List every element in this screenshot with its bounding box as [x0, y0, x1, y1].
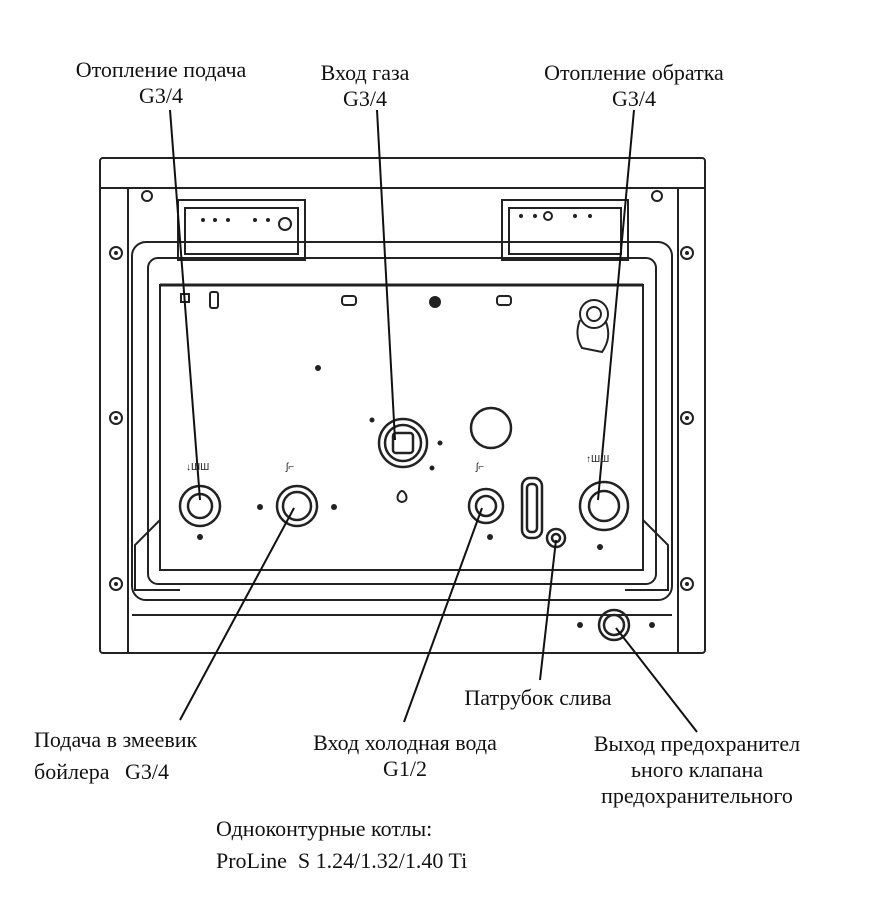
leader-relief-valve	[615, 627, 698, 733]
label-heating-return: Отопление обратка G3/4	[505, 60, 763, 112]
label-relief-valve-line3: предохранительного	[601, 783, 793, 808]
label-relief-valve-line1: Выход предохранител	[593, 731, 801, 756]
label-heating-supply-name: Отопление подача	[75, 57, 247, 82]
caption-line1: Одноконтурные котлы:	[216, 816, 433, 841]
label-gas-inlet-spec: G3/4	[343, 86, 387, 111]
mark-heating-return: ↑ШШ	[586, 454, 609, 465]
label-cold-water-spec: G1/2	[383, 756, 427, 781]
heating-return-connector	[578, 480, 630, 532]
label-heating-supply-spec: G3/4	[139, 83, 183, 108]
coil-supply-connector	[275, 484, 319, 528]
caption: Одноконтурные котлы: ProLine S 1.24/1.32…	[216, 813, 576, 877]
label-drain: Патрубок слива	[434, 685, 642, 711]
leader-heating-supply	[169, 109, 201, 501]
label-coil-supply-line2: бойлера G3/4	[34, 759, 169, 784]
pressure-relief-valve	[576, 299, 610, 354]
mount-bracket-left	[177, 199, 306, 261]
inner-tray	[131, 241, 673, 601]
label-heating-return-name: Отопление обратка	[544, 60, 724, 85]
label-cold-water-name: Вход холодная вода	[313, 730, 497, 755]
heating-supply-connector	[178, 484, 222, 528]
leader-drain	[539, 539, 557, 681]
label-relief-valve-line2: ьного клапана	[631, 757, 763, 782]
gas-inlet-connector	[377, 417, 429, 469]
label-gas-inlet-name: Вход газа	[320, 60, 410, 85]
mark-coil: ʃ⌐	[285, 462, 294, 473]
mark-cold: ʃ⌐	[475, 462, 484, 473]
label-heating-return-spec: G3/4	[612, 86, 656, 111]
label-relief-valve: Выход предохранител ьного клапана предох…	[555, 731, 839, 809]
cold-water-connector	[467, 487, 505, 525]
mark-heating-supply: ↓ШШ	[186, 462, 209, 473]
leader-cold-water	[403, 507, 483, 723]
boiler-casing	[99, 157, 706, 654]
label-cold-water: Вход холодная вода G1/2	[274, 730, 536, 782]
leader-gas-inlet	[376, 109, 396, 441]
leader-heating-return	[597, 109, 635, 501]
label-gas-inlet: Вход газа G3/4	[298, 60, 432, 112]
relief-valve-outlet	[597, 608, 631, 642]
label-drain-name: Патрубок слива	[464, 685, 612, 710]
caption-line2: ProLine S 1.24/1.32/1.40 Ti	[216, 848, 468, 873]
label-heating-supply: Отопление подача G3/4	[42, 57, 280, 109]
leader-coil-supply	[179, 507, 295, 721]
mount-bracket-right	[501, 199, 629, 261]
label-coil-supply: Подача в змеевик бойлера G3/4	[34, 727, 274, 785]
screw	[109, 246, 123, 260]
label-coil-supply-line1: Подача в змеевик	[34, 727, 198, 752]
